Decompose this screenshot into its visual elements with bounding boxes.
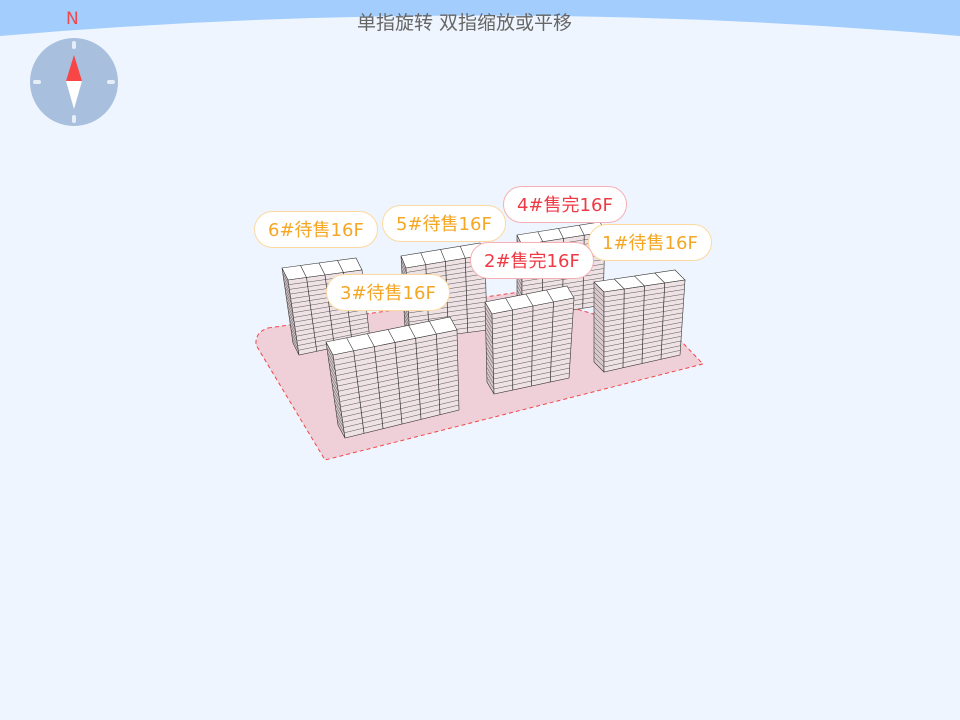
building-2[interactable] [484, 285, 575, 395]
building-label[interactable]: 4#售完16F [503, 186, 627, 223]
gesture-hint-text: 单指旋转 双指缩放或平移 [357, 12, 573, 34]
building-3[interactable] [325, 316, 460, 439]
building-label[interactable]: 5#待售16F [382, 205, 506, 242]
building-label[interactable]: 1#待售16F [588, 224, 712, 261]
compass-icon[interactable] [30, 38, 118, 126]
building-label[interactable]: 2#售完16F [470, 242, 594, 279]
building-label[interactable]: 6#待售16F [254, 211, 378, 248]
building-1[interactable] [593, 269, 686, 373]
top-banner [0, 0, 960, 36]
north-label: N [66, 9, 79, 29]
building-6[interactable] [281, 257, 371, 356]
building-label[interactable]: 3#待售16F [326, 274, 450, 311]
